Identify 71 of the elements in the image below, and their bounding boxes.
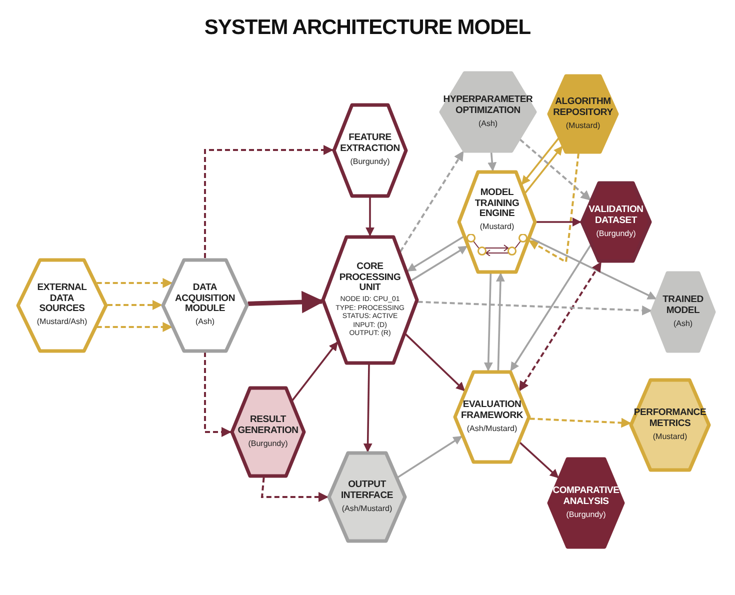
node-subtitle: (Burgundy) bbox=[596, 228, 636, 239]
arrow bbox=[530, 418, 632, 428]
hexagon-node bbox=[230, 386, 306, 478]
node-subtitle: (Mustard) bbox=[652, 432, 688, 442]
node-subtitle: (Ash) bbox=[673, 318, 693, 329]
node-title: COMPARATIVE ANALYSIS bbox=[552, 486, 620, 508]
node-title: RESULT GENERATION bbox=[238, 415, 298, 437]
node-title: VALIDATION DATASET bbox=[588, 205, 644, 227]
node-title: PERFORMANCE METRICS bbox=[634, 408, 706, 430]
arrow bbox=[366, 197, 374, 236]
hexagon-node bbox=[321, 235, 419, 365]
node-subtitle: (Burgundy) bbox=[566, 510, 606, 520]
hexagon-node bbox=[650, 271, 716, 353]
hexagon-node bbox=[161, 258, 249, 352]
node-subtitle: (Ash) bbox=[478, 118, 498, 129]
node-subtitle: (Burgundy) bbox=[350, 156, 390, 167]
arrow bbox=[519, 138, 591, 201]
arrow bbox=[108, 300, 162, 310]
node-title: DATA ACQUISITION MODULE bbox=[174, 282, 236, 316]
arrow bbox=[528, 153, 580, 264]
arrow bbox=[496, 272, 505, 371]
node-subtitle: (Mustard/Ash) bbox=[36, 317, 88, 328]
arrow bbox=[406, 236, 464, 272]
node-title: HYPERPARAMETER OPTIMIZATION bbox=[443, 95, 533, 117]
node-subtitle: (Ash) bbox=[195, 317, 215, 328]
arrow bbox=[488, 152, 497, 172]
node-title: FEATURE EXTRACTION bbox=[340, 133, 400, 155]
arrow bbox=[519, 442, 559, 478]
arrow bbox=[397, 436, 462, 478]
arrow bbox=[418, 300, 652, 316]
hexagon-node bbox=[327, 451, 407, 543]
arrow bbox=[405, 334, 466, 392]
hexagon-node bbox=[332, 102, 408, 198]
node-subtitle: (Ash/Mustard) bbox=[466, 424, 518, 434]
arrow bbox=[204, 145, 334, 258]
arrow bbox=[536, 218, 582, 226]
node-title: CORE PROCESSING UNIT bbox=[338, 262, 402, 294]
arrow bbox=[521, 138, 560, 185]
node-subtitle: (Mustard) bbox=[566, 120, 600, 131]
hexagon-node bbox=[457, 170, 537, 274]
hexagon-node bbox=[439, 71, 537, 153]
arrow bbox=[524, 146, 563, 194]
node-title: OUTPUT INTERFACE bbox=[340, 480, 394, 502]
node-title: EVALUATION FRAMEWORK bbox=[460, 400, 524, 422]
arrow bbox=[248, 290, 324, 314]
arrow bbox=[410, 246, 468, 282]
hexagon-node bbox=[629, 378, 711, 472]
node-title: MODEL TRAINING ENGINE bbox=[474, 188, 520, 220]
node-subtitle: (Ash/Mustard) bbox=[342, 504, 392, 514]
arrow bbox=[518, 262, 602, 392]
diagram-title: SYSTEM ARCHITECTURE MODEL bbox=[203, 16, 532, 40]
arrow bbox=[292, 342, 338, 401]
hexagon-node bbox=[453, 370, 531, 464]
node-title: EXTERNAL DATA SOURCES bbox=[36, 282, 88, 316]
arrow bbox=[96, 322, 173, 332]
arrow bbox=[530, 237, 657, 300]
arrow bbox=[363, 364, 372, 452]
arrow bbox=[260, 477, 328, 502]
node-title: TRAINED MODEL bbox=[662, 295, 704, 317]
node-subtitle: (Burgundy) bbox=[248, 438, 288, 449]
arrow bbox=[96, 278, 173, 288]
node-subtitle: (Mustard) bbox=[480, 222, 514, 232]
hexagon-node bbox=[547, 74, 619, 154]
hexagon-node bbox=[580, 181, 652, 263]
arrow bbox=[204, 352, 232, 437]
hexagon-node bbox=[16, 258, 108, 352]
arrow bbox=[399, 150, 464, 252]
arrow bbox=[510, 244, 592, 372]
arrow bbox=[484, 273, 493, 372]
hexagon-node bbox=[547, 457, 625, 549]
node-title: ALGORITHM REPOSITORY bbox=[553, 97, 613, 119]
